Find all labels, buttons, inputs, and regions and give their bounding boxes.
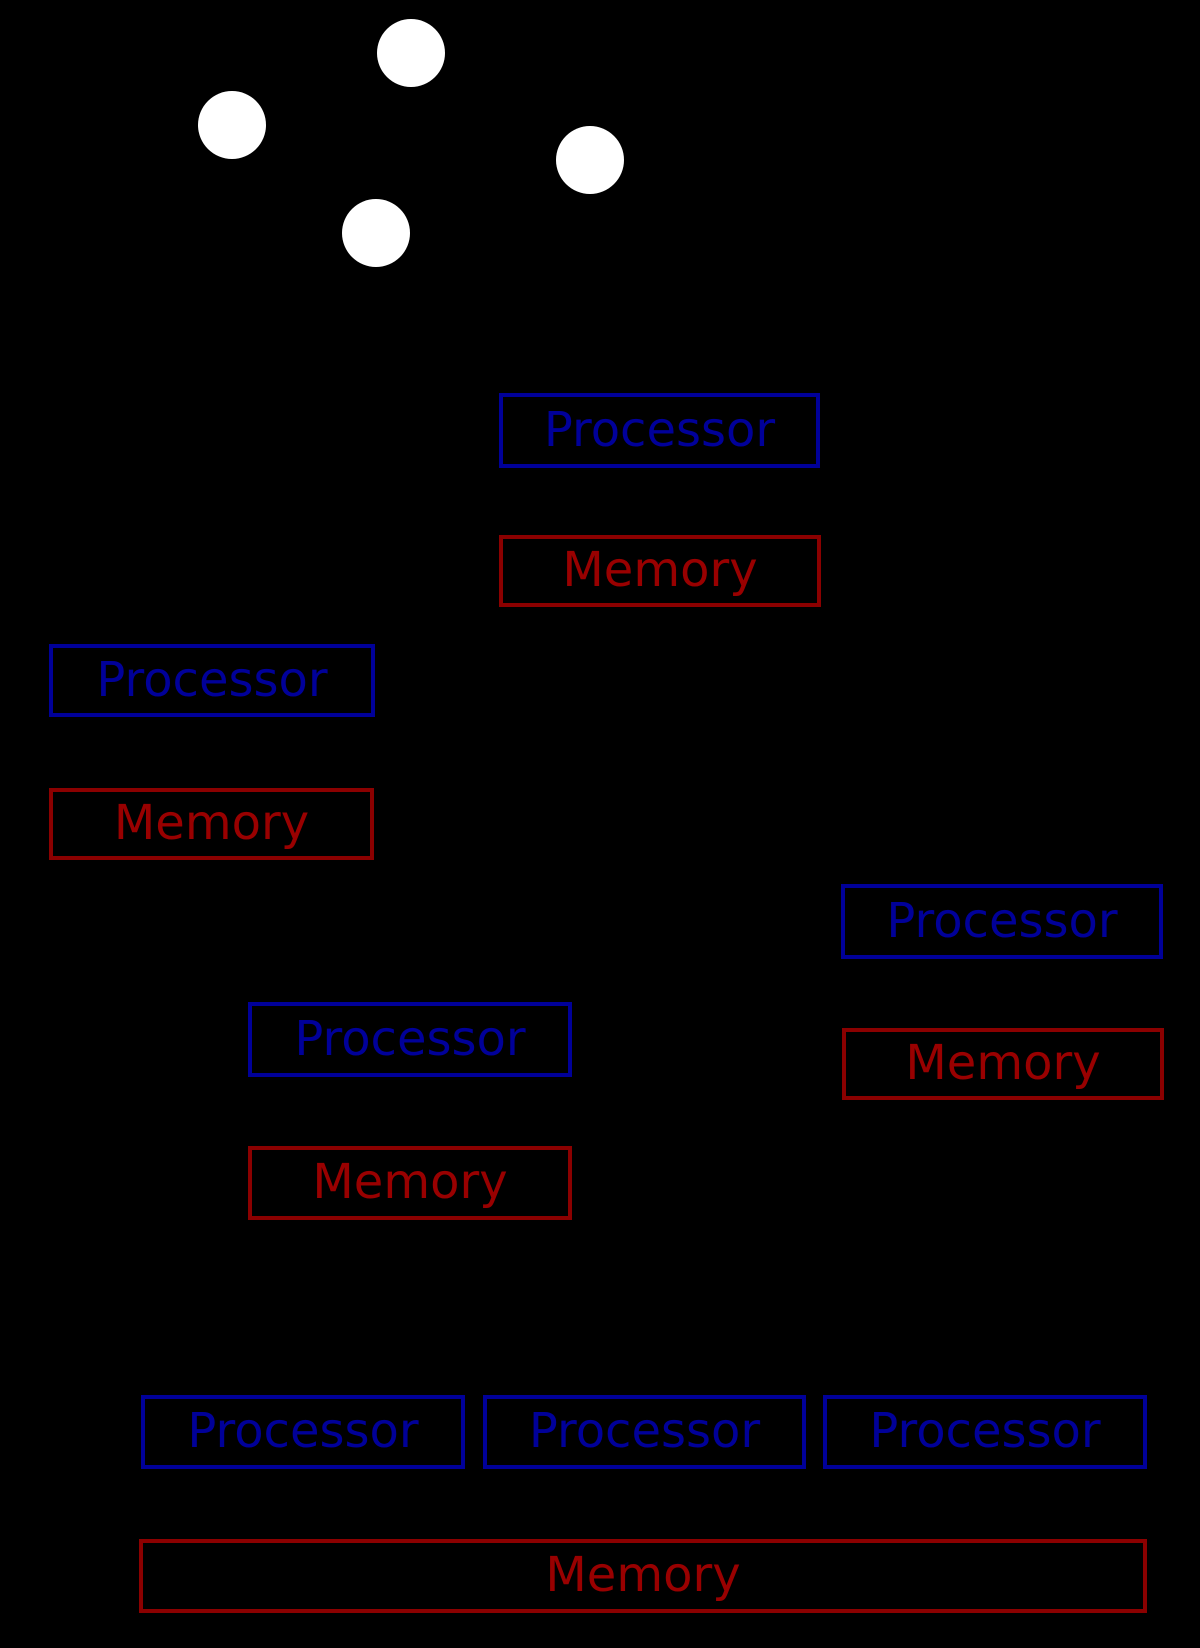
processor-box-bottom-1: Processor	[141, 1395, 465, 1469]
memory-box-bottom-shared: Memory	[139, 1539, 1147, 1613]
network-node-circle	[377, 19, 445, 87]
memory-label: Memory	[113, 795, 310, 851]
processor-label: Processor	[528, 1403, 761, 1459]
processor-box-left: Processor	[49, 644, 375, 717]
processor-box-middle: Processor	[248, 1002, 572, 1077]
processor-label: Processor	[96, 651, 328, 708]
processor-label: Processor	[294, 1010, 526, 1067]
processor-box-right: Processor	[841, 884, 1163, 959]
processor-label: Processor	[187, 1403, 419, 1459]
memory-label: Memory	[562, 542, 758, 598]
memory-box-left: Memory	[49, 788, 374, 860]
processor-label: Processor	[543, 401, 776, 458]
memory-box-top: Memory	[499, 535, 821, 607]
memory-box-middle: Memory	[248, 1146, 572, 1220]
processor-box-bottom-3: Processor	[823, 1395, 1147, 1469]
processor-box-bottom-2: Processor	[483, 1395, 806, 1469]
network-node-circle	[342, 199, 410, 267]
memory-label: Memory	[312, 1154, 508, 1210]
memory-label: Memory	[905, 1035, 1101, 1091]
network-node-circle	[198, 91, 266, 159]
processor-label: Processor	[886, 892, 1118, 949]
network-node-circle	[556, 126, 624, 194]
processor-label: Processor	[869, 1403, 1101, 1459]
memory-label: Memory	[545, 1547, 741, 1603]
processor-box-top: Processor	[499, 393, 820, 468]
memory-box-right: Memory	[842, 1028, 1164, 1100]
